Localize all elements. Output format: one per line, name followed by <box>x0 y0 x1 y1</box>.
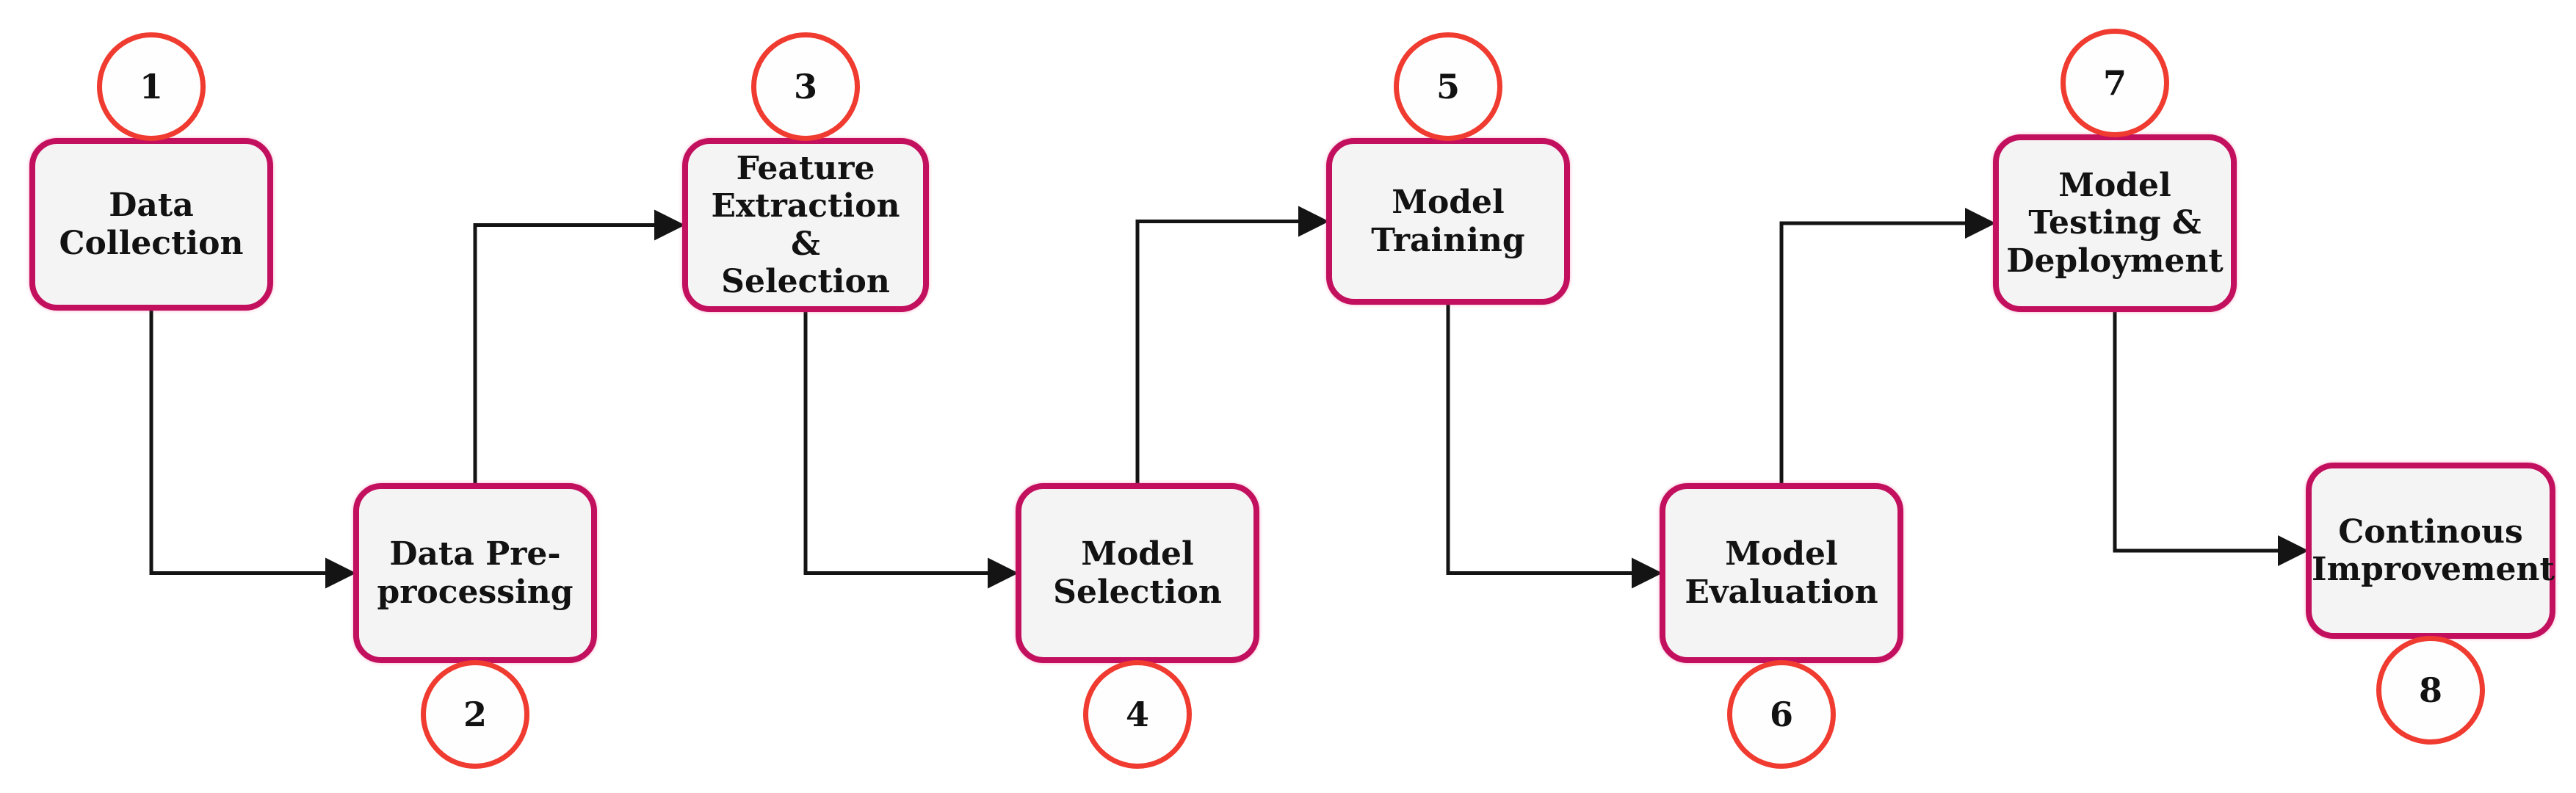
step-number: 5 <box>1436 67 1460 106</box>
step-number: 3 <box>793 67 817 106</box>
connector-arrow-6-to-7 <box>1779 208 1996 483</box>
connector-arrow-2-to-3 <box>473 209 685 483</box>
step-label-line: Model <box>1081 535 1194 573</box>
step-number-badge: 2 <box>421 660 529 769</box>
step-number: 4 <box>1125 695 1149 734</box>
step-number: 7 <box>2102 63 2127 103</box>
step-label-line: Data <box>109 187 194 225</box>
step-number-badge: 4 <box>1083 660 1192 769</box>
step-label-line: Improvement <box>2312 551 2555 588</box>
step-label-line: Feature <box>736 150 875 188</box>
step-label-line: Deployment <box>2006 242 2224 280</box>
step-label-line: Model <box>1392 184 1505 222</box>
step-label-line: Extraction <box>711 187 900 225</box>
step-label-line: Model <box>1725 535 1838 573</box>
step-label-line: Testing & <box>2028 204 2201 242</box>
connector-arrow-4-to-5 <box>1135 206 1329 483</box>
step-label-line: Training <box>1371 221 1525 259</box>
step-number: 6 <box>1769 695 1793 734</box>
step-number-badge: 3 <box>751 32 860 141</box>
step-label-line: Collection <box>59 224 244 262</box>
step-label-line: Evaluation <box>1685 573 1878 611</box>
step-label-line: Data Pre- <box>389 535 561 573</box>
step-label-line: Selection <box>1053 573 1222 611</box>
step-number-badge: 1 <box>97 32 206 141</box>
connector-arrow-3-to-4 <box>803 312 1019 589</box>
step-label-line: processing <box>377 573 574 611</box>
connector-arrow-7-to-8 <box>2113 312 2309 566</box>
step-number: 1 <box>139 67 163 106</box>
step-number-badge: 5 <box>1394 32 1502 141</box>
step-label-line: Model <box>2058 167 2171 205</box>
step-label-line: & <box>791 225 820 263</box>
step-box: Data Pre-processing <box>353 483 597 663</box>
connector-arrow-1-to-2 <box>149 311 356 589</box>
step-number-badge: 6 <box>1727 660 1836 769</box>
step-label: Data Pre-processing <box>359 535 591 610</box>
connector-arrow-5-to-6 <box>1446 305 1663 589</box>
step-label-line: Continous <box>2338 513 2523 551</box>
step-number-badge: 7 <box>2061 29 2169 137</box>
step-number: 8 <box>2418 670 2442 710</box>
step-number: 2 <box>463 695 487 734</box>
step-number-badge: 8 <box>2376 636 2485 745</box>
step-label-line: Selection <box>721 262 890 300</box>
